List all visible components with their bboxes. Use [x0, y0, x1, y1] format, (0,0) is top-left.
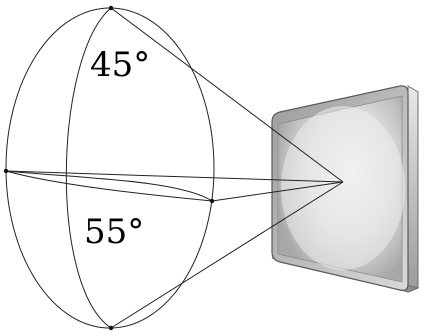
horizontal-equator: [5, 170, 213, 202]
top-point: [108, 5, 114, 11]
beam-line-left: [5, 170, 344, 183]
front-point: [209, 198, 215, 204]
horizontal-equator-back: [5, 170, 213, 202]
flat-panel-antenna-icon: [271, 85, 420, 293]
vertical-meridian: [65, 7, 112, 329]
beam-line-front: [211, 181, 344, 202]
marker-points: [3, 5, 215, 331]
horizontal-angle-label: 55°: [84, 212, 144, 252]
beam-line-top: [110, 7, 344, 183]
vertical-angle-label: 45°: [90, 45, 150, 85]
left-point: [3, 168, 9, 174]
beam-lines: [5, 7, 344, 329]
bottom-point: [108, 325, 114, 331]
beam-line-bottom: [110, 181, 344, 329]
